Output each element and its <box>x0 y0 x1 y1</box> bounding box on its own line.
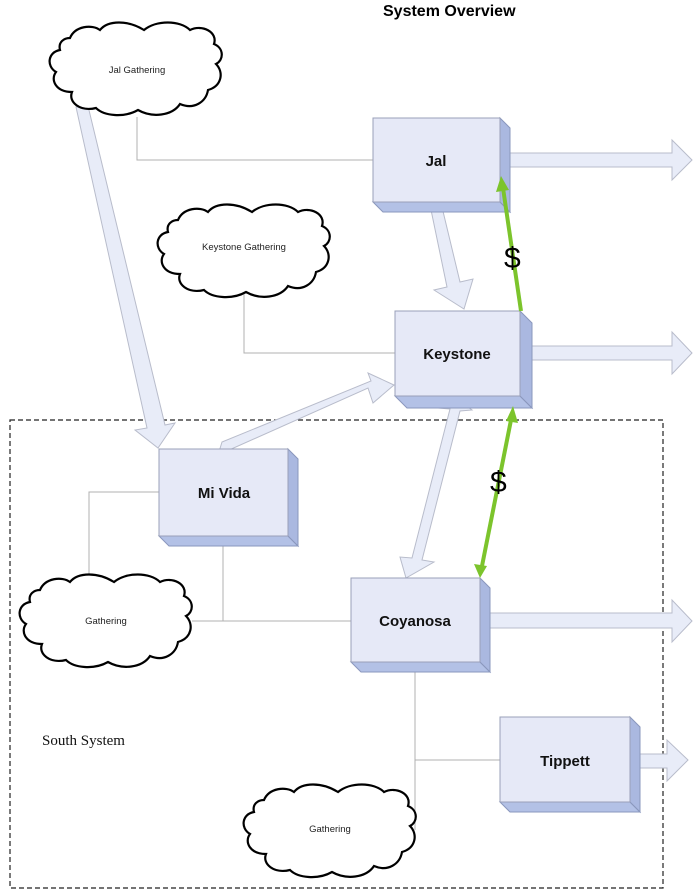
box-front <box>372 117 501 203</box>
box-shadow <box>349 661 492 673</box>
flow-arrow-jal-to-keystone <box>429 202 474 310</box>
box-shadow <box>498 801 642 813</box>
plant-tippett[interactable]: Tippett <box>498 715 642 814</box>
cloud-icon <box>156 203 331 299</box>
plant-label: Keystone <box>423 346 491 363</box>
flow-arrow-jal-gathering-to-mi-vida <box>75 105 177 449</box>
connector-keystone-gathering-keystone <box>243 292 395 354</box>
plant-label: Coyanosa <box>379 613 451 630</box>
arrowhead-icon <box>496 176 509 192</box>
cloud-label: Keystone Gathering <box>202 242 286 253</box>
connector-jal-gathering-jal <box>136 117 373 161</box>
cloud-label: Gathering <box>85 616 127 627</box>
arrowhead-icon <box>474 564 487 578</box>
flow-arrow-keystone-out <box>519 330 693 376</box>
box-front <box>499 716 631 803</box>
dollar-label: $ <box>504 242 521 275</box>
money-flow-line <box>480 419 513 567</box>
box-shadow <box>479 576 491 674</box>
box-front <box>350 577 481 663</box>
box-shadow <box>287 447 299 548</box>
dollar-label: $ <box>490 466 507 499</box>
connector-mi-vida-gathering <box>88 491 159 574</box>
cloud-icon <box>48 21 223 117</box>
cloud-label: Jal Gathering <box>109 65 166 76</box>
diagram-title: System Overview <box>383 3 516 20</box>
cloud-coyanosa-gathering[interactable]: Gathering <box>242 783 417 879</box>
cloud-icon <box>242 783 417 879</box>
plant-jal[interactable]: Jal <box>371 116 512 214</box>
south-system-label: South System <box>42 733 125 749</box>
flow-arrow-keystone-coyanosa <box>399 396 474 579</box>
flow-arrow-jal-out <box>499 138 693 182</box>
plant-keystone[interactable]: Keystone <box>393 309 534 410</box>
cloud-jal-gathering[interactable]: Jal Gathering <box>48 21 223 117</box>
arrowhead-icon <box>506 406 518 423</box>
cloud-label: Gathering <box>309 824 351 835</box>
plant-label: Mi Vida <box>198 485 251 502</box>
plant-coyanosa[interactable]: Coyanosa <box>349 576 492 674</box>
box-shadow <box>157 535 300 547</box>
cloud-icon <box>18 573 193 669</box>
box-shadow <box>519 309 533 410</box>
cloud-mi-vida-gathering[interactable]: Gathering <box>18 573 193 669</box>
box-front <box>394 310 521 397</box>
south-system-region <box>9 419 664 889</box>
box-shadow <box>629 715 641 814</box>
money-flow-keystone-coyanosa: $ <box>474 406 518 578</box>
plant-label: Jal <box>426 153 447 170</box>
box-shadow <box>393 395 534 409</box>
flow-arrow-mi-vida-to-keystone <box>217 372 395 456</box>
money-flow-line <box>501 187 523 312</box>
money-flow-keystone-jal: $ <box>496 176 523 312</box>
box-shadow <box>371 201 512 213</box>
cloud-keystone-gathering[interactable]: Keystone Gathering <box>156 203 331 299</box>
plant-label: Tippett <box>540 753 590 770</box>
box-front <box>158 448 289 537</box>
plant-mi-vida[interactable]: Mi Vida <box>157 447 300 548</box>
flow-arrow-coyanosa-out <box>479 598 693 644</box>
